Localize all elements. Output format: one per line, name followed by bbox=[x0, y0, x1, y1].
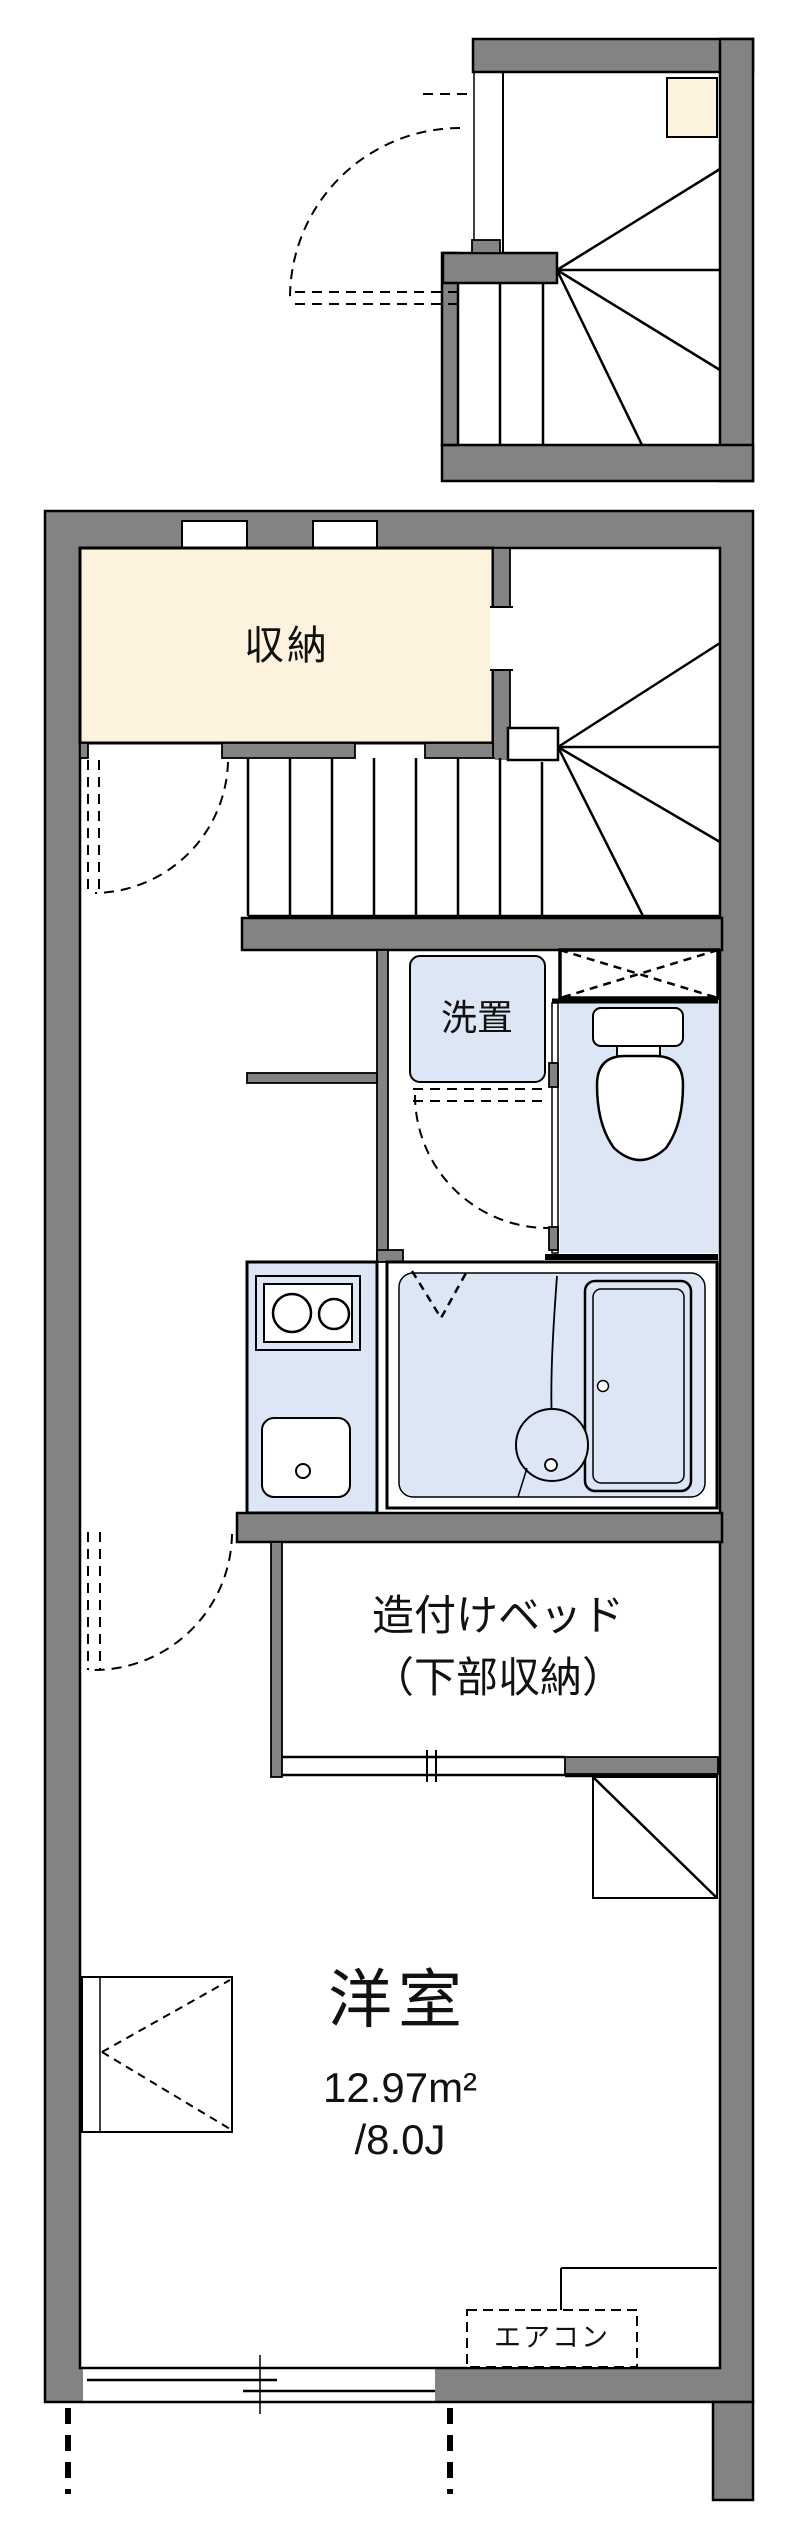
closet-label: 収納 bbox=[244, 624, 330, 668]
vent-box bbox=[558, 948, 720, 1000]
bed-front-edge bbox=[282, 1750, 565, 1782]
wash-bowl-drain bbox=[544, 1458, 558, 1472]
bath-folding-door bbox=[410, 1270, 468, 1321]
upper-door-stub bbox=[471, 239, 501, 254]
aircon-box bbox=[466, 2309, 638, 2368]
toilet-door bbox=[551, 1002, 559, 1254]
laundry-label: 洗置 bbox=[440, 997, 514, 1038]
post-wall-patch bbox=[495, 750, 508, 760]
closet-bottom-wall-a bbox=[79, 742, 89, 759]
washroom-left-wall bbox=[376, 949, 389, 1261]
sanitary-zone bbox=[246, 948, 720, 1263]
bathtub-inner bbox=[592, 1288, 685, 1484]
entrance-door-swing bbox=[289, 93, 472, 305]
toilet-tank bbox=[592, 1007, 684, 1047]
stair-bottom-wall bbox=[240, 916, 724, 952]
bottom-window-body bbox=[83, 2366, 435, 2404]
closet-bottom-wall-c bbox=[424, 742, 494, 759]
upper-bottom-wall bbox=[440, 443, 755, 483]
hall-door-swing bbox=[87, 760, 229, 894]
bed-label-line2: （下部収納） bbox=[371, 1654, 625, 1701]
closet-area bbox=[78, 546, 495, 745]
bed-front-wall bbox=[564, 1756, 719, 1775]
bathroom bbox=[385, 1260, 719, 1510]
bathtub bbox=[583, 1279, 693, 1493]
room-area-jo: /8.0J bbox=[354, 2116, 446, 2163]
bed-left-wall bbox=[270, 1541, 283, 1778]
room-area-m2: 12.97m² bbox=[322, 2064, 478, 2111]
bedroom-door-swing bbox=[87, 1532, 233, 1671]
top-window-1 bbox=[181, 520, 248, 550]
burner-right bbox=[317, 1297, 351, 1331]
closet-and-stairs bbox=[78, 546, 724, 952]
toilet-wall-stub-bottom bbox=[548, 1226, 559, 1251]
main-stair-steps bbox=[246, 641, 721, 918]
upper-right-wall bbox=[718, 37, 755, 483]
top-window-2 bbox=[312, 520, 378, 550]
room-label: 洋室 bbox=[328, 1964, 468, 2036]
upper-hatch-box bbox=[666, 77, 718, 138]
corridor-stub-wall bbox=[246, 1072, 378, 1084]
bed-top-wall bbox=[235, 1511, 724, 1544]
upper-winder-post bbox=[441, 251, 559, 285]
upper-top-wall bbox=[471, 37, 755, 74]
washroom-door-swing bbox=[413, 1088, 549, 1229]
wash-bowl bbox=[515, 1408, 589, 1482]
toilet-hinge bbox=[616, 1045, 661, 1057]
right-wall-leg bbox=[711, 2400, 755, 2502]
burner-left bbox=[271, 1292, 313, 1334]
bottom-window bbox=[83, 2355, 435, 2414]
bath-corner-stub bbox=[376, 1249, 404, 1263]
sink-drain bbox=[295, 1463, 311, 1479]
upper-stair-steps bbox=[498, 167, 721, 446]
kitchen bbox=[245, 1260, 379, 1515]
toilet-bowl bbox=[595, 1054, 685, 1162]
bed-label-line1: 造付けベッド bbox=[371, 1592, 625, 1639]
upper-stair-block bbox=[289, 37, 755, 483]
closet-bottom-wall-b bbox=[221, 742, 356, 759]
tub-drain bbox=[596, 1379, 610, 1393]
site-boundary-dashes bbox=[65, 2408, 453, 2494]
toilet-fixture bbox=[592, 1007, 685, 1162]
aircon-label: エアコン bbox=[494, 2322, 610, 2353]
divider-opening bbox=[490, 607, 513, 670]
left-bay-dashes bbox=[101, 1979, 231, 2130]
stove-outer bbox=[255, 1275, 361, 1351]
kitchen-sink bbox=[261, 1417, 351, 1498]
corner-box-diagonal bbox=[592, 1776, 718, 1899]
toilet-wall-stub-top bbox=[548, 1062, 559, 1088]
wash-bowl-leg bbox=[517, 1467, 528, 1498]
laundry-area bbox=[409, 955, 546, 1083]
built-in-bed bbox=[87, 1511, 724, 1899]
western-room bbox=[65, 1976, 717, 2494]
stair-winder-post bbox=[506, 726, 560, 762]
